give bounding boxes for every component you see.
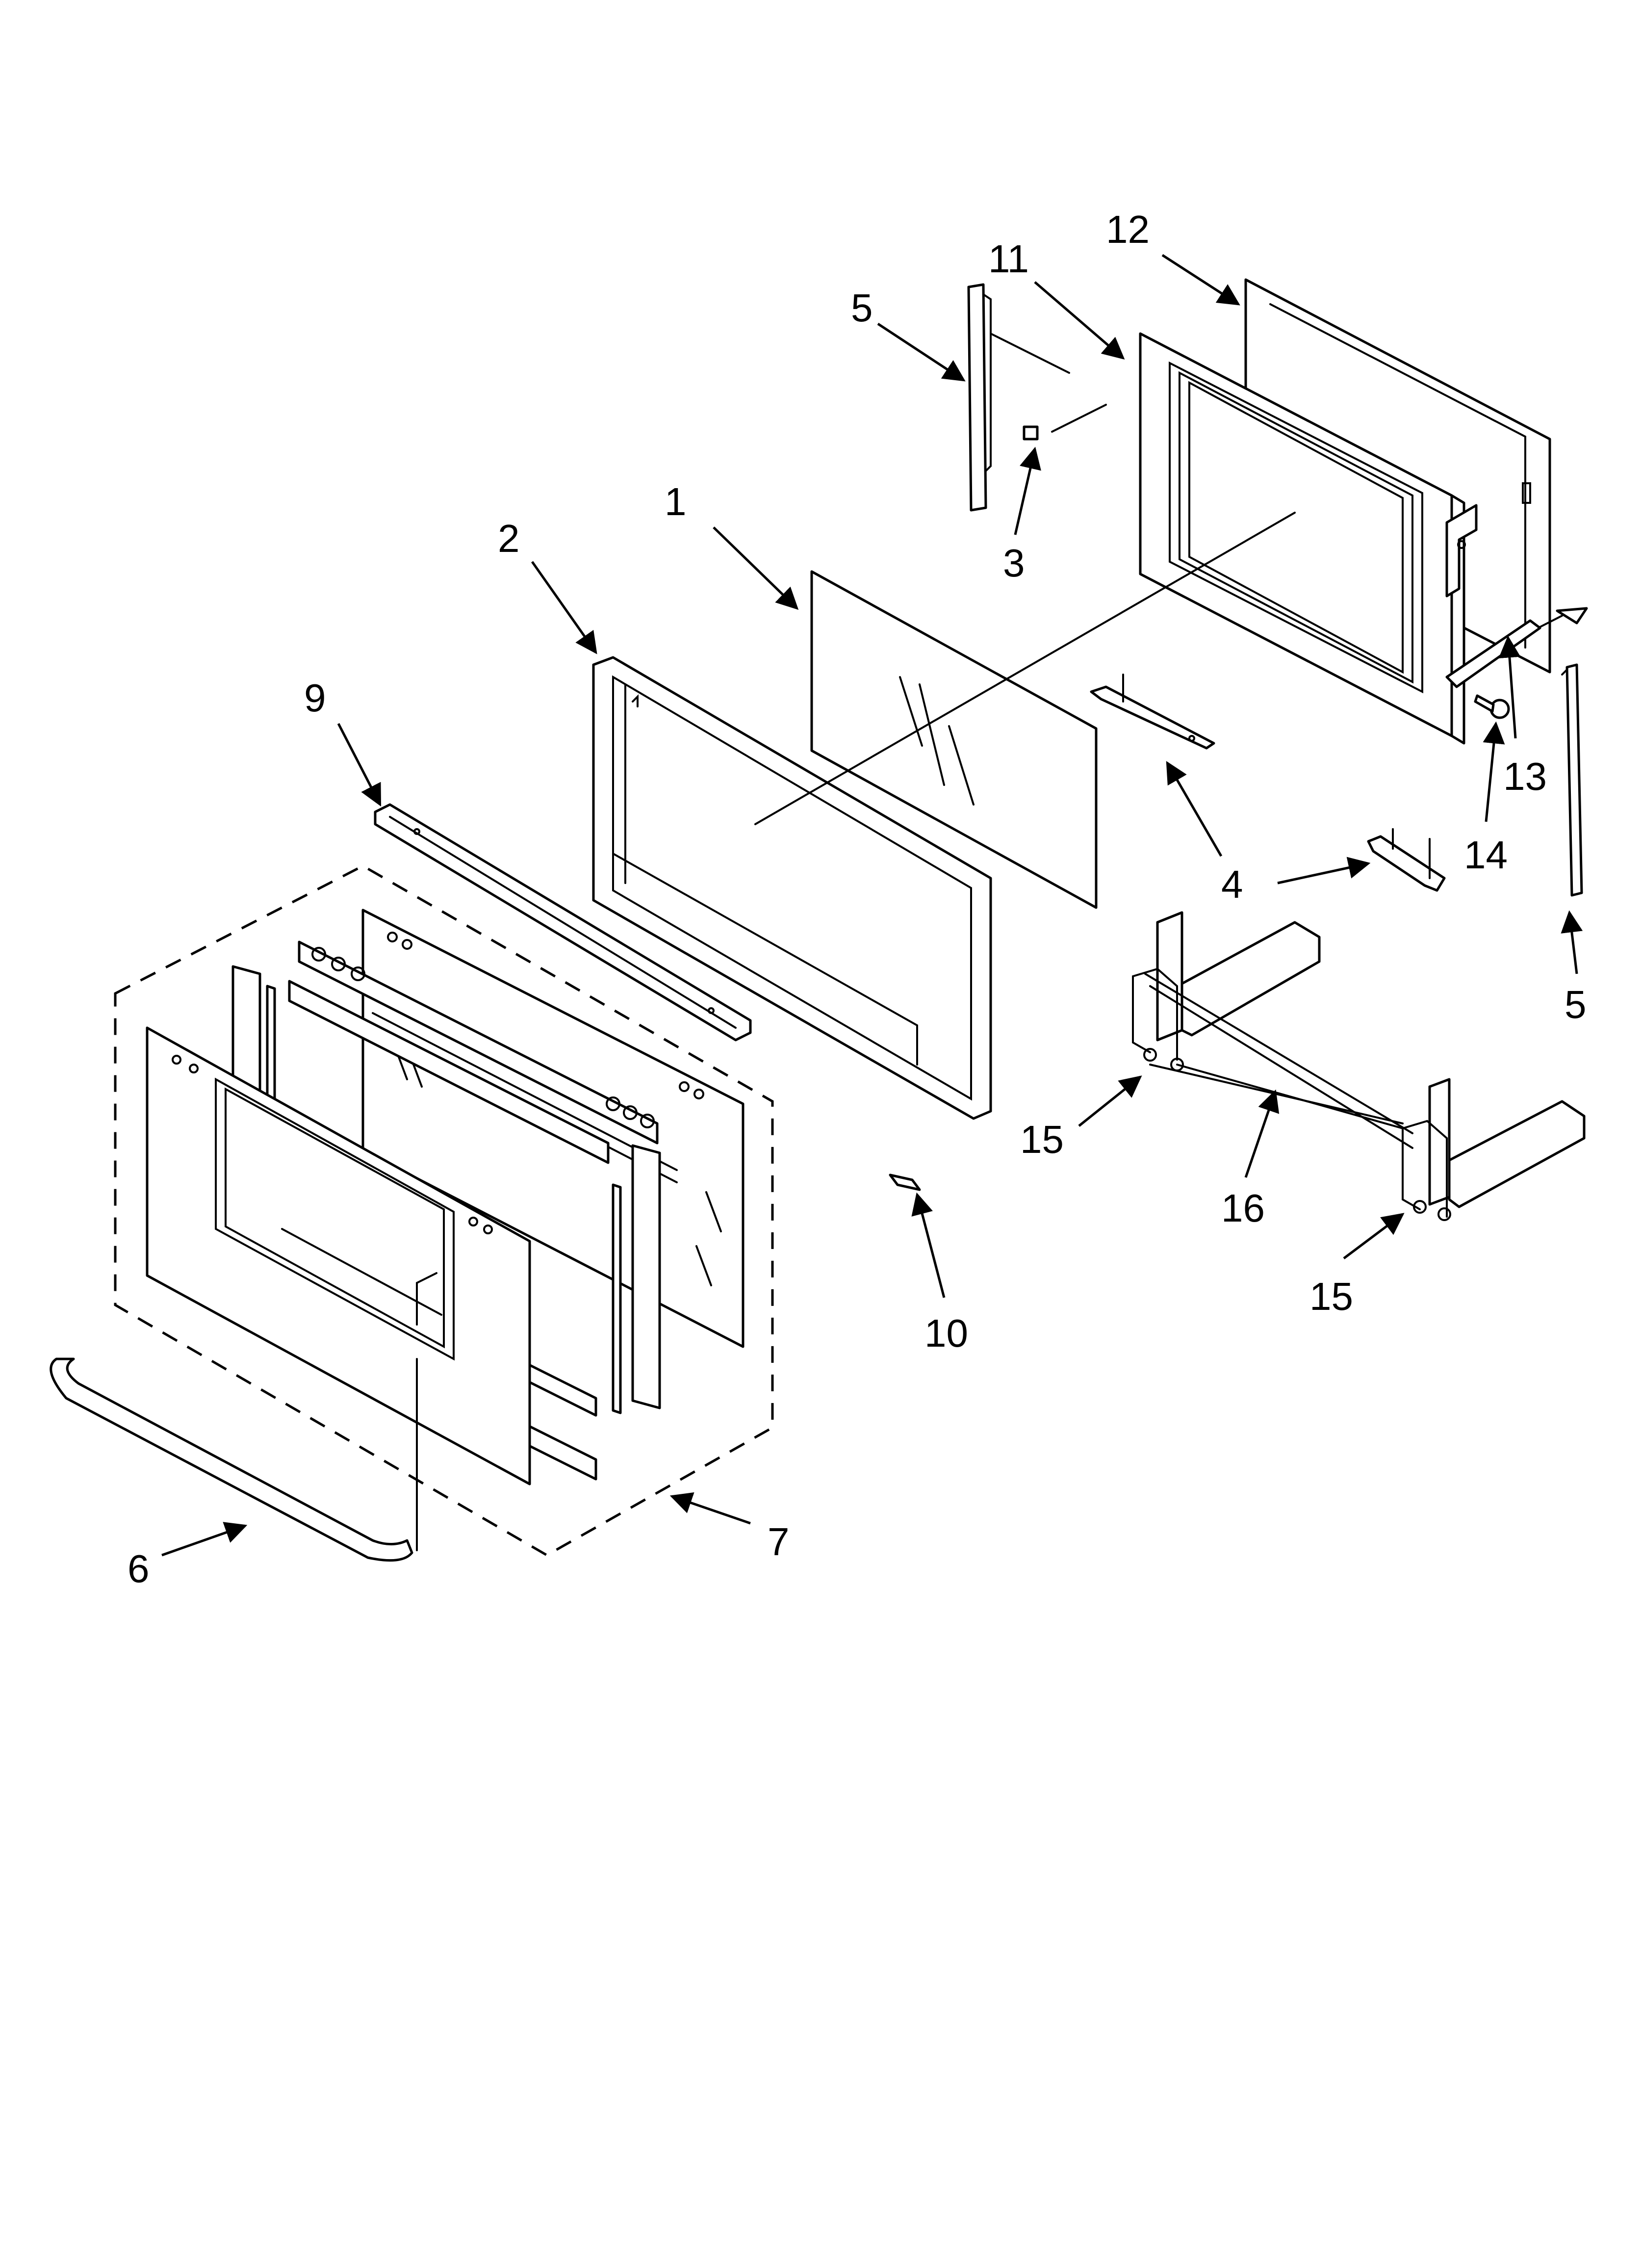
part-2-door-frame: [592, 656, 992, 1120]
part-9-top-trim-rail: [374, 803, 752, 1042]
pane-spacer-strip: [298, 940, 659, 1145]
part-5-upper-trim-strip: [967, 283, 1070, 512]
part-15-upper-hinge: [1132, 911, 1321, 1071]
callout-6: 6: [128, 1547, 150, 1590]
outer-door-glass: [146, 1026, 531, 1486]
callout-5-lower: 5: [1565, 983, 1587, 1026]
callout-16: 16: [1221, 1186, 1265, 1230]
part-14-screw: [1474, 694, 1510, 719]
callout-4: 4: [1221, 862, 1243, 906]
part-6-door-handle: [50, 1357, 418, 1562]
part-4-upper-bracket: [1090, 674, 1215, 750]
callout-leaders: [161, 254, 1583, 1557]
callout-10: 10: [924, 1311, 968, 1355]
callout-9: 9: [304, 676, 326, 720]
door-assembly-outline: [114, 864, 774, 1557]
part-1-inner-glass: [810, 570, 1098, 909]
part-15-lower-hinge: [1402, 1078, 1586, 1221]
part-4-lower-bracket: [1367, 828, 1446, 892]
callout-2: 2: [498, 517, 520, 560]
callout-5-upper: 5: [851, 286, 873, 330]
pane-bottom-strip: [288, 980, 610, 1164]
callout-15-lower: 15: [1309, 1275, 1353, 1318]
part-10-clip: [889, 1173, 921, 1191]
part-11-inner-door-liner: [1139, 332, 1478, 745]
callout-7: 7: [768, 1520, 790, 1564]
part-5-lower-trim-strip: [1561, 663, 1583, 897]
callout-1: 1: [665, 480, 687, 523]
callout-12: 12: [1106, 208, 1150, 251]
callout-14: 14: [1464, 833, 1508, 877]
callout-3: 3: [1003, 541, 1025, 585]
callout-13: 13: [1503, 755, 1547, 798]
part-3-clip: [1023, 404, 1107, 441]
callout-11: 11: [988, 237, 1029, 281]
callout-15-upper: 15: [1020, 1118, 1064, 1161]
